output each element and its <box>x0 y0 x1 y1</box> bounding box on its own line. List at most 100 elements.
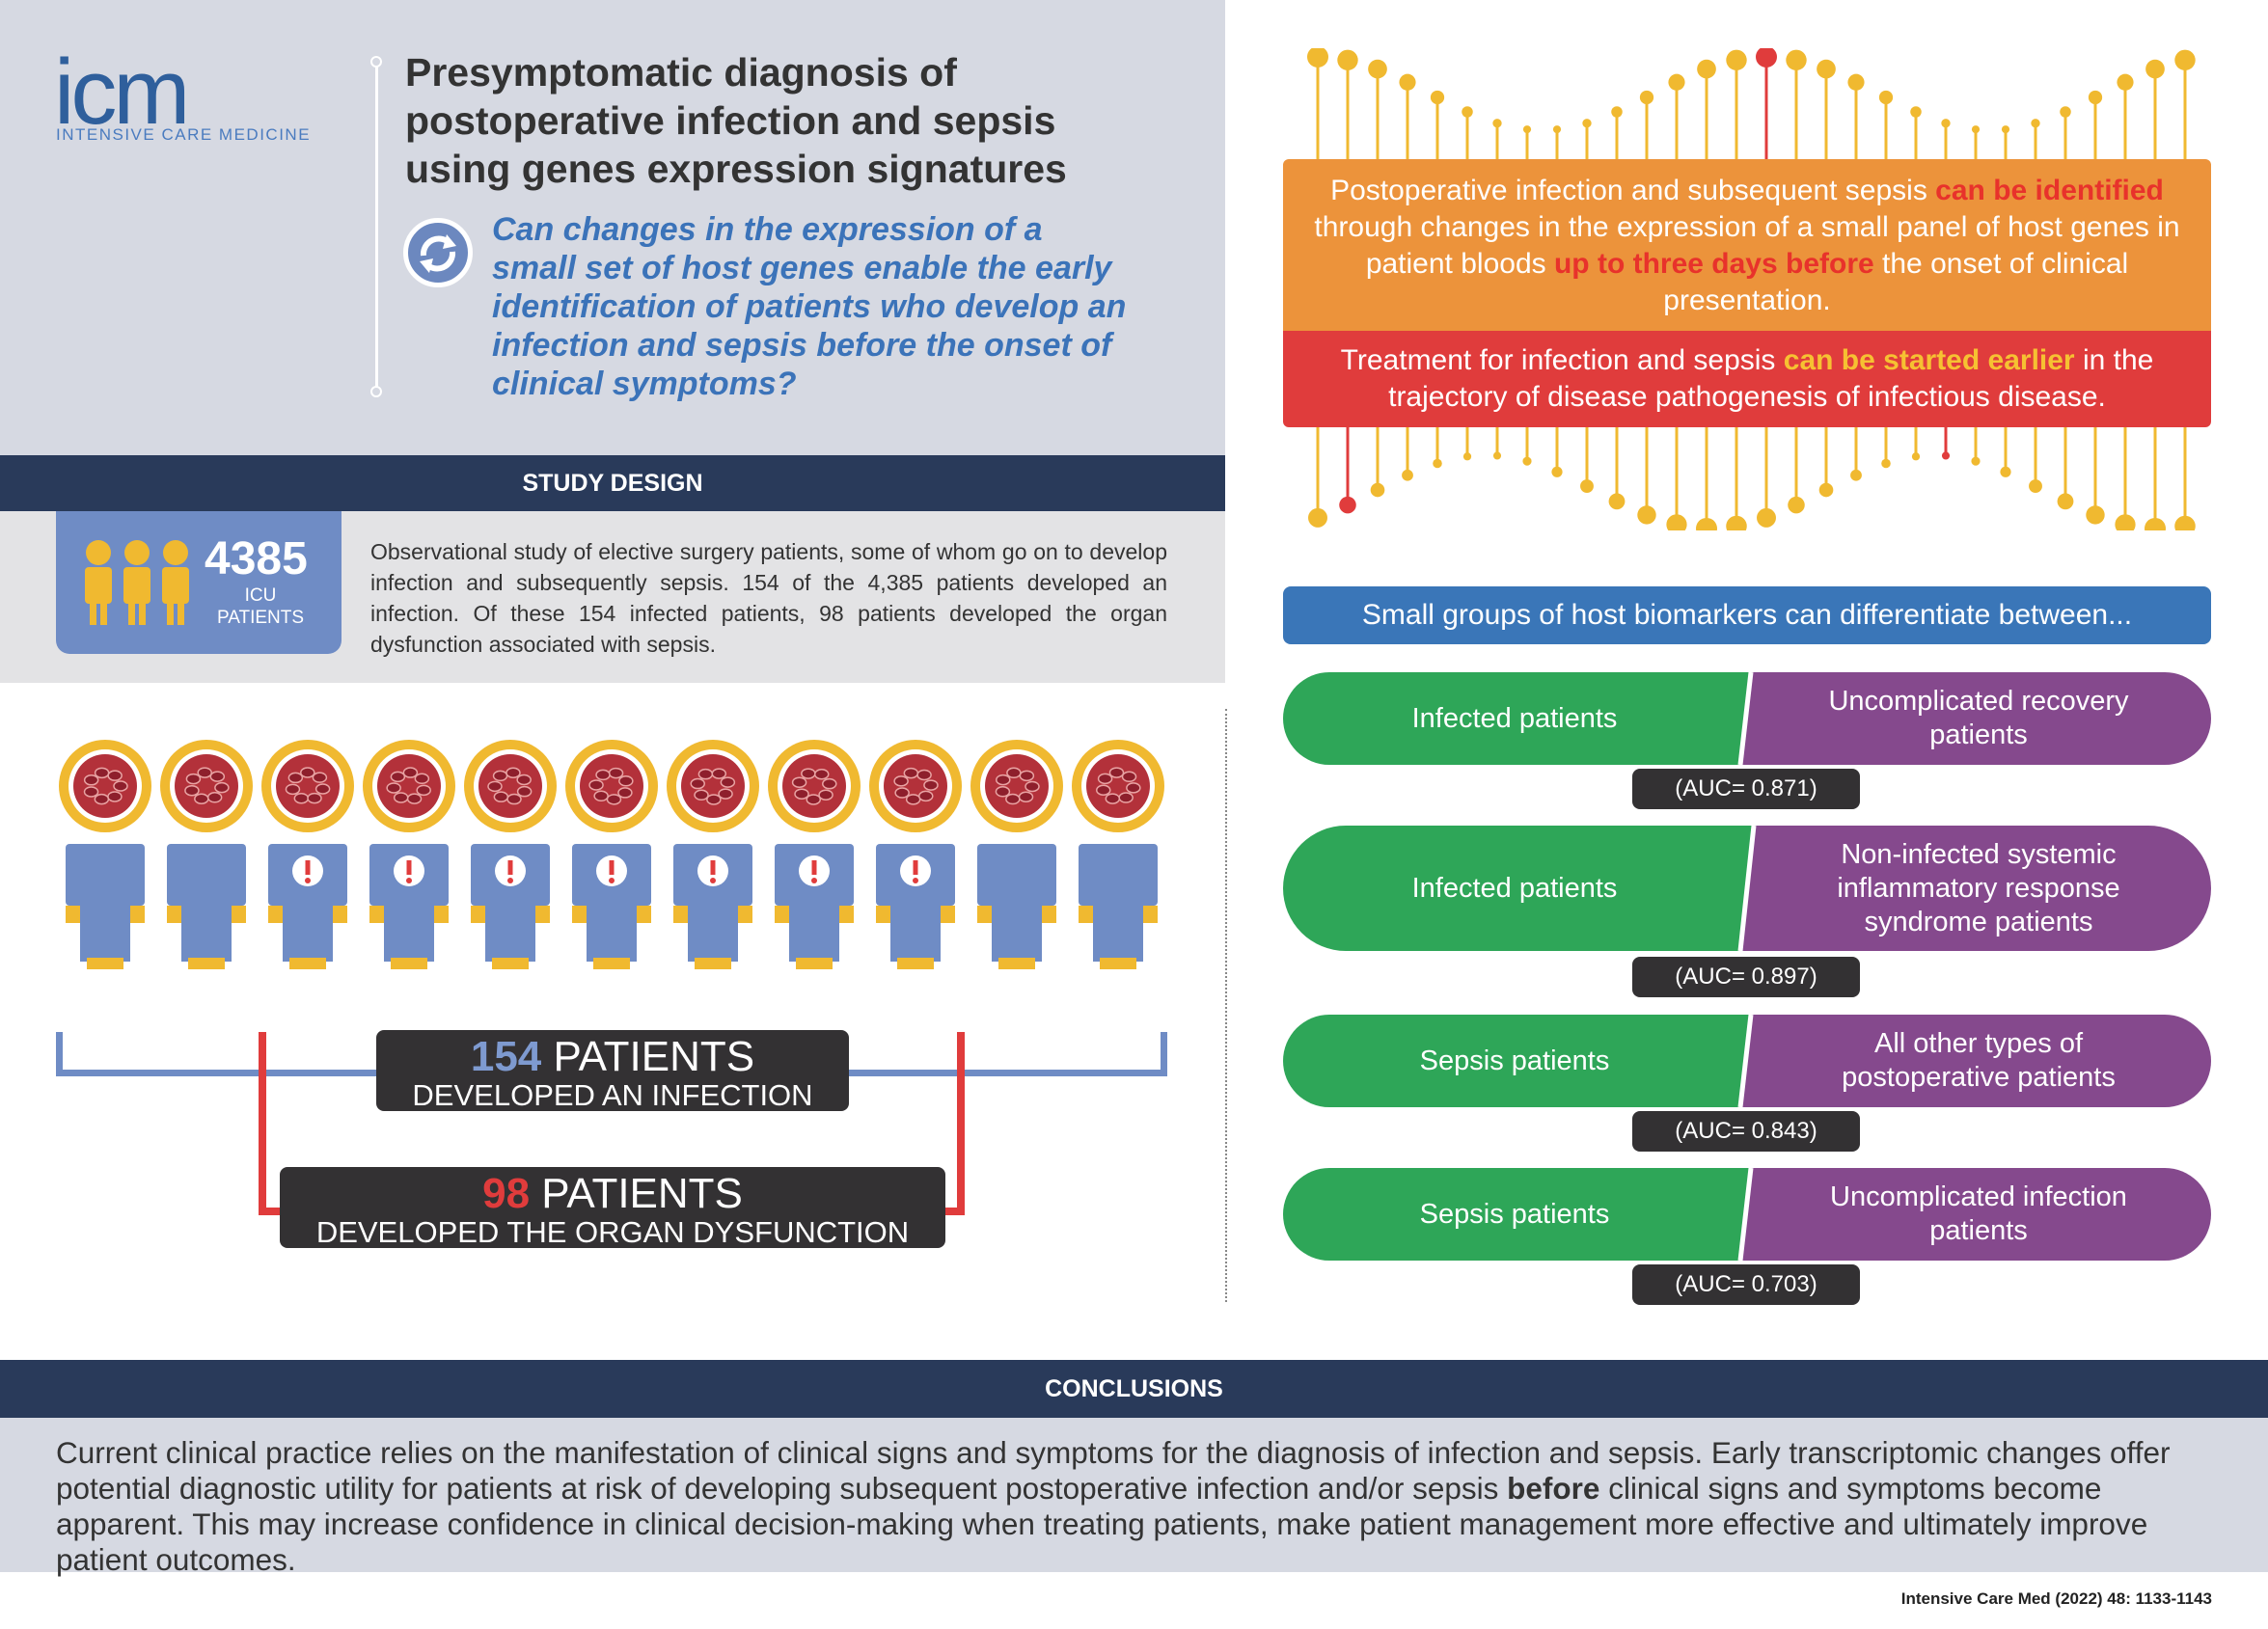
gene-stem-bottom <box>1850 426 1862 481</box>
study-design-heading: STUDY DESIGN <box>0 455 1225 511</box>
icu-label-line1: ICU <box>244 585 277 606</box>
comparison-2-left: Infected patients <box>1411 872 1618 904</box>
gene-stem-bottom <box>2086 426 2105 525</box>
gene-stem-top <box>1971 125 1981 162</box>
comparison-2-right: Non-infected systemic inflammatory respo… <box>1837 838 2120 937</box>
gene-stem-top <box>2088 90 2103 162</box>
gene-stem-top <box>1611 106 1623 162</box>
header-panel <box>0 0 1225 455</box>
divider-dot-top <box>370 56 382 68</box>
gene-stem-bottom <box>1433 426 1442 469</box>
column-separator <box>1225 709 1227 1302</box>
gene-stem-top <box>1582 119 1592 162</box>
conclusions-text: Current clinical practice relies on the … <box>56 1435 2217 1578</box>
gene-stem-top <box>1786 49 1807 162</box>
finding-2-part-b: in the trajectory of disease pathogenesi… <box>1388 344 2154 413</box>
patient-figure <box>261 740 354 969</box>
finding-1-part-b: through changes in the expression of a s… <box>1314 211 2180 280</box>
research-question: Can changes in the expression of a small… <box>492 211 1127 402</box>
journal-logo: icm <box>54 41 190 144</box>
gene-stem-top <box>1492 119 1502 162</box>
gene-stem-top <box>1726 49 1747 162</box>
gene-stem-top <box>2031 119 2040 162</box>
citation: Intensive Care Med (2022) 48: 1133-1143 <box>1900 1589 2212 1608</box>
gene-stem-bottom <box>1608 426 1626 510</box>
gene-stem-bottom <box>1551 426 1563 477</box>
comparison-3-left: Sepsis patients <box>1419 1045 1610 1076</box>
gene-stem-top <box>1430 90 1445 162</box>
patient-figure <box>667 740 759 969</box>
comparison-4-left: Sepsis patients <box>1419 1198 1610 1230</box>
patient-figure <box>464 740 557 969</box>
gene-stem-top <box>1307 48 1328 162</box>
auc-badge-3: (AUC= 0.843) <box>1632 1111 1860 1152</box>
gene-stem-bottom <box>1911 426 1921 461</box>
finding-1-part-c: the onset of clinical presentation. <box>1663 248 2129 316</box>
dysfunction-count-sub: DEVELOPED THE ORGAN DYSFUNCTION <box>315 1215 910 1249</box>
comparison-1-right: Uncomplicated recovery patients <box>1828 686 2129 750</box>
finding-2-part-a: Treatment for infection and sepsis <box>1340 344 1784 376</box>
finding-identification: Postoperative infection and subsequent s… <box>1283 159 2211 331</box>
infection-count-label: PATIENTS <box>553 1033 755 1080</box>
people-group-icon <box>85 540 189 625</box>
patient-figure <box>363 740 455 969</box>
infection-count-box: 154 PATIENTS DEVELOPED AN INFECTION <box>376 1030 849 1111</box>
gene-stem-bottom <box>1818 426 1834 498</box>
conclusions-bold: before <box>1507 1471 1600 1506</box>
patient-figure <box>1072 740 1164 969</box>
conclusions-part-b: clinical signs and symptoms become appar… <box>56 1471 2148 1577</box>
gene-stem-bottom <box>1971 426 1981 466</box>
biomarkers-heading: Small groups of host biomarkers can diff… <box>1283 586 2211 644</box>
gene-stem-top <box>2117 73 2134 162</box>
gene-stem-bottom <box>1666 426 1687 530</box>
conclusions-band <box>0 1418 2268 1572</box>
question-cycle-icon <box>403 218 473 287</box>
icu-count-label: ICU PATIENTS <box>203 584 318 629</box>
gene-stem-bottom <box>1788 426 1805 514</box>
gene-stem-top <box>1847 73 1865 162</box>
infection-count-sub: DEVELOPED AN INFECTION <box>412 1078 813 1112</box>
gene-stem-bottom <box>2145 426 2166 530</box>
comparison-4-right: Uncomplicated infection patients <box>1830 1181 2127 1246</box>
patient-figure <box>565 740 658 969</box>
comparison-1: Infected patients Uncomplicated recovery… <box>1283 672 2211 765</box>
gene-stem-top <box>2060 106 2071 162</box>
page-title: Presymptomatic diagnosis of postoperativ… <box>405 50 1067 191</box>
icu-count: 4385 <box>205 533 308 584</box>
gene-stem-top <box>1941 119 1951 162</box>
gene-stem-top <box>1368 59 1387 162</box>
gene-stem-top <box>1552 125 1562 162</box>
conclusions-heading: CONCLUSIONS <box>0 1360 2268 1418</box>
gene-stem-top <box>1639 90 1654 162</box>
gene-stem-top <box>1878 90 1894 162</box>
comparison-1-left: Infected patients <box>1411 702 1618 734</box>
gene-stem-bottom <box>2000 426 2011 477</box>
gene-stem-top <box>1756 48 1777 162</box>
gene-stem-bottom <box>2029 426 2042 494</box>
gene-stem-top <box>1910 106 1922 162</box>
comparison-2: Infected patients Non-infected systemic … <box>1283 826 2211 951</box>
patient-tube-figures <box>59 740 1164 969</box>
gene-stem-top <box>2001 125 2010 162</box>
patient-figure <box>970 740 1063 969</box>
gene-stem-bottom <box>1492 426 1502 460</box>
patient-figure <box>59 740 151 969</box>
patient-figure <box>768 740 861 969</box>
study-description: Observational study of elective surgery … <box>370 539 1167 657</box>
gene-stem-bottom <box>1339 426 1356 514</box>
finding-1-part-a: Postoperative infection and subsequent s… <box>1330 175 1936 206</box>
gene-stem-bottom <box>1637 426 1656 525</box>
patient-figure <box>869 740 962 969</box>
conclusions-part-a: Current clinical practice relies on the … <box>56 1435 2171 1506</box>
gene-stem-bottom <box>2115 426 2136 530</box>
patient-figure <box>160 740 253 969</box>
gene-stem-bottom <box>2057 426 2074 510</box>
infected-bracket-foot-right <box>936 1208 965 1215</box>
finding-1-highlight-b: up to three days before <box>1553 248 1874 280</box>
gene-stem-bottom <box>1757 426 1776 528</box>
dysfunction-count-label: PATIENTS <box>541 1170 743 1217</box>
gene-stem-top <box>1697 59 1716 162</box>
gene-stem-top <box>1399 73 1416 162</box>
gene-stem-bottom <box>1881 426 1891 469</box>
gene-stem-bottom <box>1370 426 1385 498</box>
